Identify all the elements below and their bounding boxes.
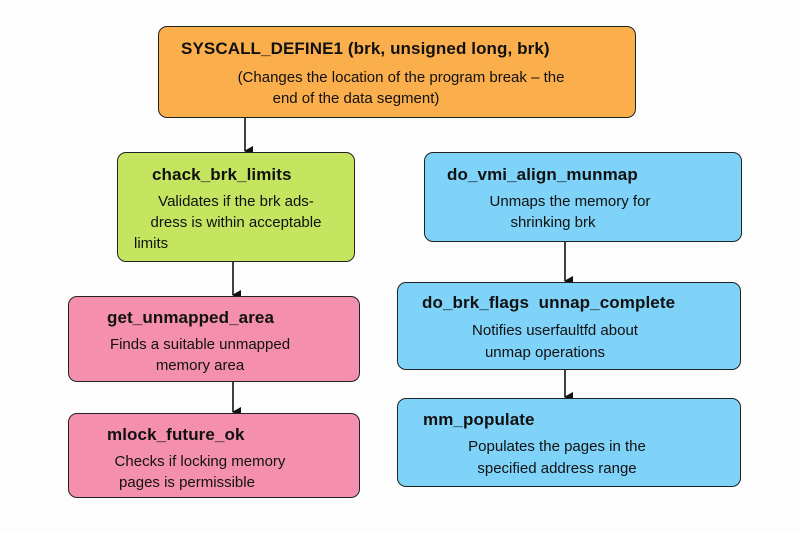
node-desc-line: end of the data segment) (272, 90, 440, 107)
node-desc-line: Populates the pages in the (468, 438, 646, 455)
node-title: chack_brk_limits (152, 165, 292, 184)
node-desc-line: shrinking brk (510, 214, 596, 231)
node-get-unmapped-area: get_unmapped_area Finds a suitable unmap… (68, 296, 360, 382)
node-desc-line: unmap operations (484, 344, 606, 361)
node-title: do_vmi_align_munmap (447, 165, 638, 184)
node-desc-line: Validates if the brk ads- (158, 193, 314, 210)
node-desc-line: pages is permissible (119, 474, 255, 491)
node-desc-line: Checks if locking memory (114, 453, 286, 470)
node-desc-line: Finds a suitable unmapped (109, 336, 291, 353)
node-syscall-define1: SYSCALL_DEFINE1 (brk, unsigned long, brk… (158, 26, 636, 118)
node-mm-populate: mm_populate Populates the pages in the s… (397, 398, 741, 487)
node-title: mlock_future_ok (107, 425, 245, 444)
node-title: mm_populate (423, 410, 535, 429)
node-do-vmi-align-munmap: do_vmi_align_munmap Unmaps the memory fo… (424, 152, 742, 242)
node-title: get_unmapped_area (107, 308, 275, 327)
node-desc-line: limits (134, 235, 169, 252)
node-title: do_brk_flags unnap_complete (422, 293, 676, 312)
node-check-brk-limits: chack_brk_limits Validates if the brk ad… (117, 152, 355, 262)
node-desc-line: memory area (155, 357, 245, 374)
node-title: SYSCALL_DEFINE1 (brk, unsigned long, brk… (181, 39, 550, 58)
node-desc-line: Notifies userfaultfd about (472, 322, 638, 339)
node-desc-line: dress is within acceptable (150, 214, 322, 231)
node-mlock-future-ok: mlock_future_ok Checks if locking memory… (68, 413, 360, 498)
node-do-brk-flags: do_brk_flags unnap_complete Notifies use… (397, 282, 741, 370)
node-desc-line: Unmaps the memory for (489, 193, 651, 210)
node-desc-line: (Changes the location of the program bre… (237, 69, 565, 86)
node-desc-line: specified address range (477, 460, 637, 477)
